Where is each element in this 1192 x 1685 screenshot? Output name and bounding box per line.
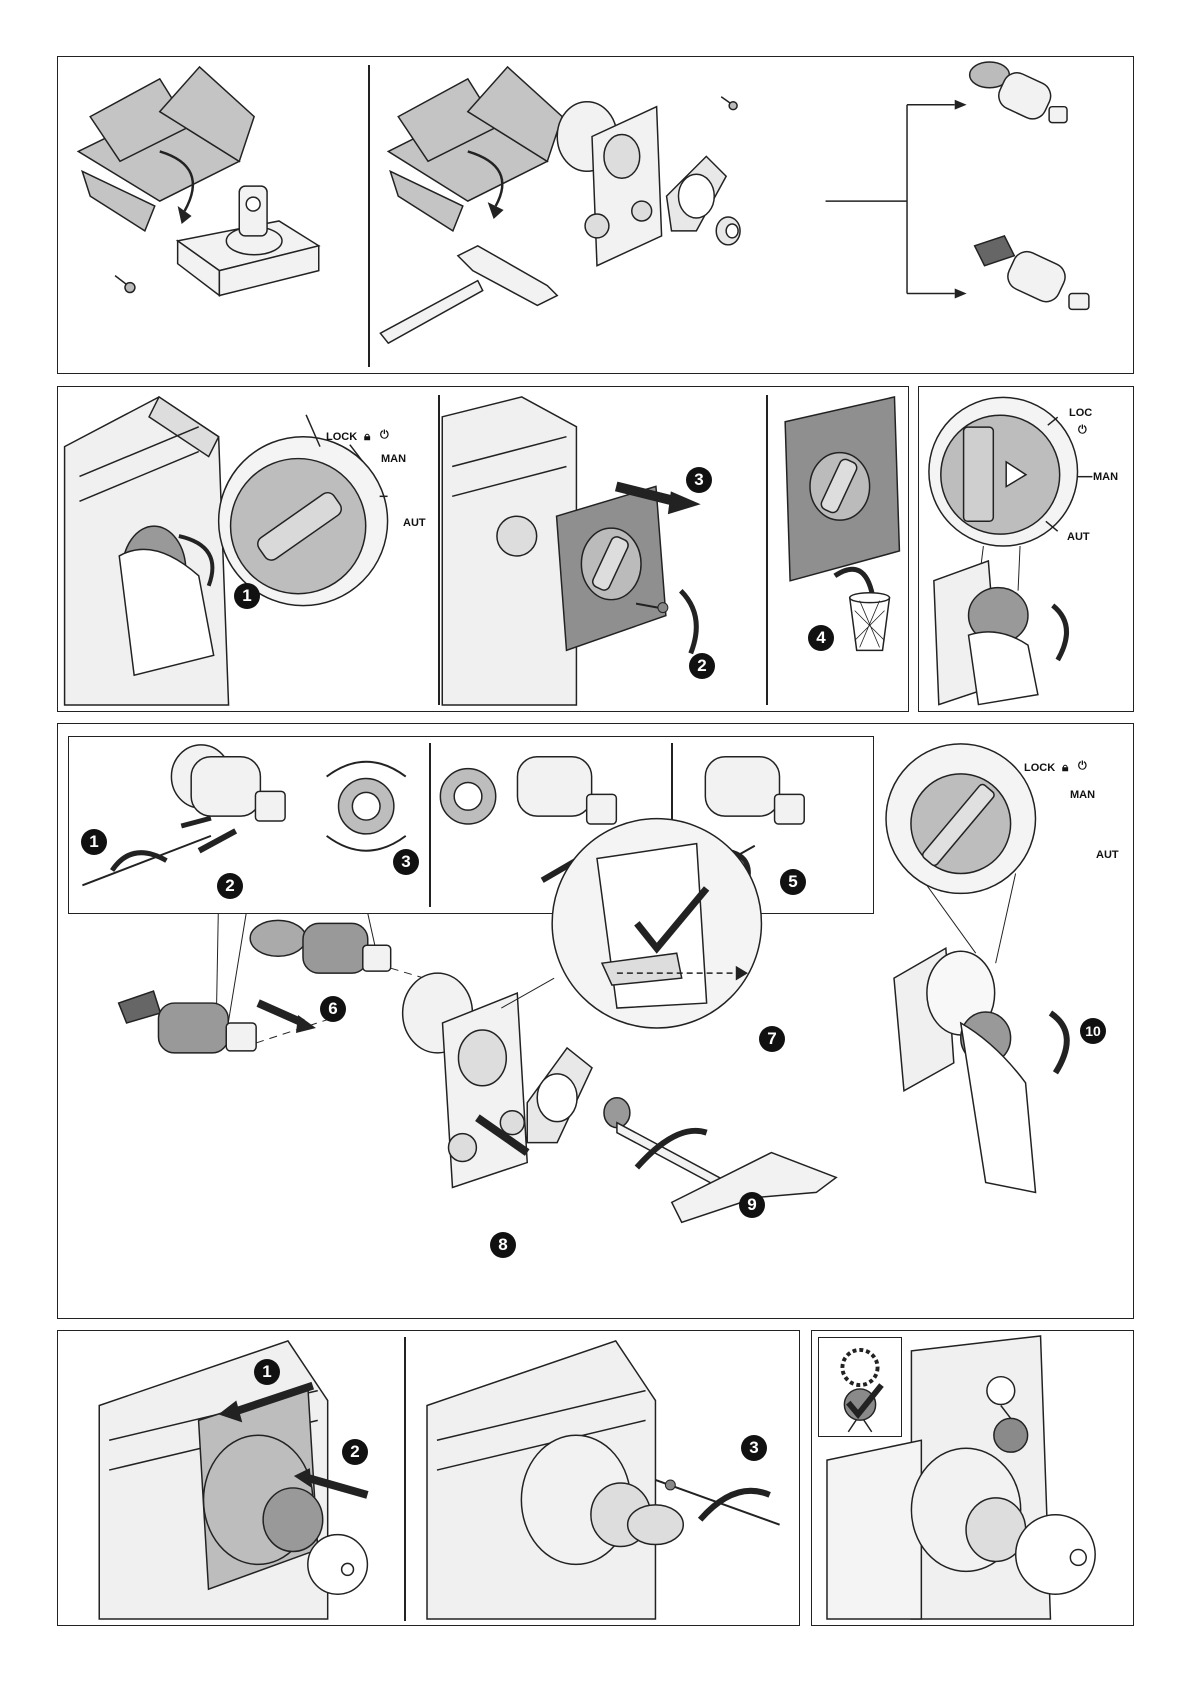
lock-mechanism-icon (527, 1048, 592, 1143)
lock-housing-icon (557, 102, 661, 266)
release-lever-icon (617, 1123, 836, 1223)
dial-label-man: MAN (1093, 471, 1118, 483)
dial-label-aut: AUT (1067, 531, 1090, 543)
lock-icon: 🔒︎ (1062, 760, 1068, 775)
key-icon (1016, 1515, 1095, 1594)
step-badge: 8 (490, 1232, 516, 1258)
selector-dial-magnified (886, 744, 1035, 893)
lock-plate-icon (178, 186, 319, 295)
dial-label-lock: LOC (1069, 407, 1092, 419)
bushing-icon (716, 217, 740, 245)
front-plate-icon (557, 486, 666, 650)
step-badge: 2 (342, 1439, 368, 1465)
selector-dial-magnified (219, 415, 388, 606)
step-badge: 7 (759, 1026, 785, 1052)
magnifier-detail (552, 819, 761, 1028)
remove-selector-illustration (58, 387, 908, 711)
cylinder-assembly-illustration (58, 724, 1133, 1318)
screw-icon (115, 276, 135, 293)
front-plate-icon (785, 397, 899, 581)
panel-unboxing (57, 56, 1134, 374)
key-cylinder-flat-icon (119, 991, 257, 1053)
key-cylinder-flat-icon (975, 236, 1089, 310)
key-cylinder-round-icon (970, 62, 1067, 123)
dial-label-aut: AUT (403, 517, 426, 529)
unboxing-illustration (58, 57, 1133, 373)
step-badge: 1 (234, 583, 260, 609)
dial-label-lock: LOCK (326, 431, 357, 443)
panel-seal-check (811, 1330, 1134, 1626)
step-badge: 2 (689, 653, 715, 679)
open-box-icon (388, 67, 562, 231)
step-badge: 9 (739, 1192, 765, 1218)
step-badge: 4 (808, 625, 834, 651)
step-badge: 10 (1080, 1018, 1106, 1044)
selector-dial-magnified (929, 397, 1092, 546)
screw-icon (721, 97, 737, 110)
panel-selector-man: LOC ⏻ MAN AUT (918, 386, 1134, 712)
dial-label-man: MAN (381, 453, 406, 465)
panel-cylinder-assembly: 1 2 3 4 5 (57, 723, 1134, 1319)
open-box-icon (78, 67, 254, 231)
step-badge: 1 (254, 1359, 280, 1385)
power-icon: ⏻ (1078, 424, 1087, 437)
dial-label-lock: LOCK (1024, 762, 1055, 774)
key-icon (308, 1535, 368, 1595)
hand-icon (969, 632, 1038, 705)
install-cylinder-illustration (58, 1331, 799, 1625)
lock-housing-icon (403, 973, 528, 1187)
selector-man-illustration (919, 387, 1133, 711)
key-icon (628, 1505, 684, 1545)
choice-arrow (826, 105, 955, 294)
panel-remove-selector: 1 3 2 4 LOCK 🔒︎ ⏻ MAN AUT (57, 386, 909, 712)
key-cylinder-round-icon (250, 920, 391, 973)
step-badge: 3 (686, 467, 712, 493)
power-icon: ⏻ (380, 429, 389, 442)
sealed-lock-illustration (812, 1331, 1133, 1625)
power-icon: ⏻ (1078, 760, 1087, 773)
lock-icon: 🔒︎ (364, 429, 370, 444)
step-badge: 3 (741, 1435, 767, 1461)
dial-label-aut: AUT (1096, 849, 1119, 861)
step-badge: 6 (320, 996, 346, 1022)
dial-label-man: MAN (1070, 789, 1095, 801)
panel-install-cylinder: 1 2 3 (57, 1330, 800, 1626)
wastebasket-icon (850, 593, 890, 651)
lock-mechanism-icon (667, 156, 727, 231)
release-lever-icon (380, 246, 557, 343)
